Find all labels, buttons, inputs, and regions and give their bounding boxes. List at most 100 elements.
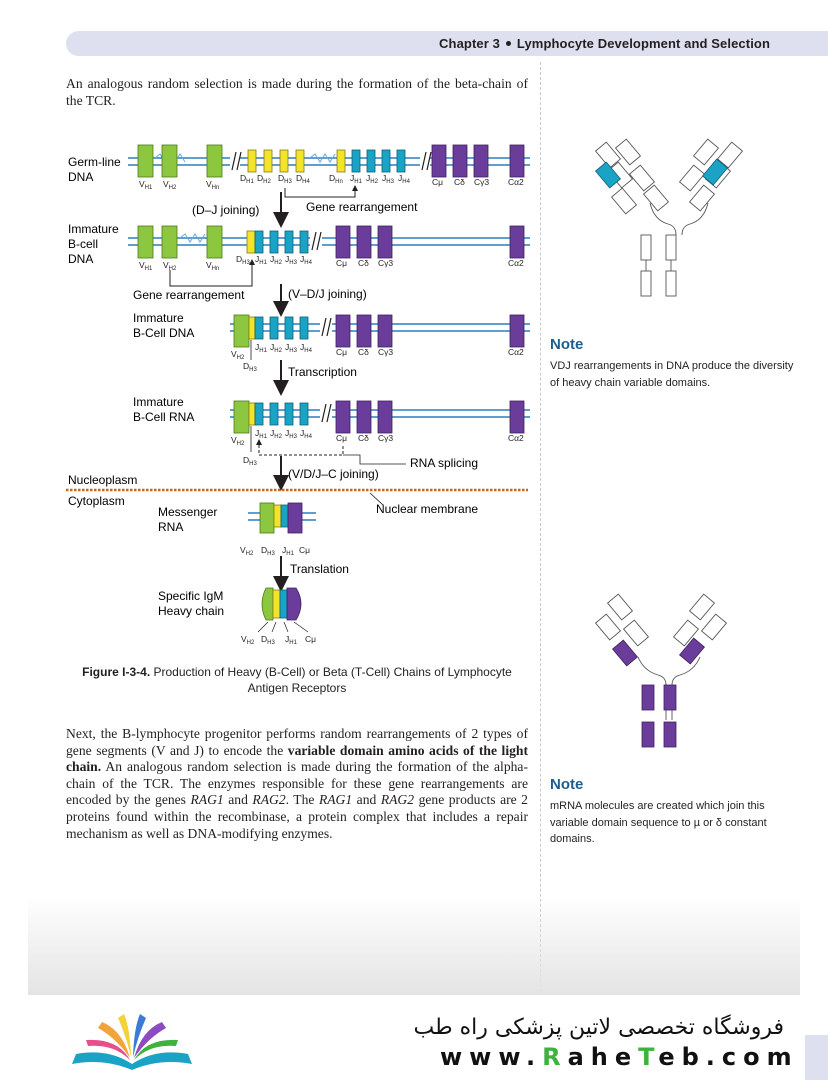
- page-edge-tab: [805, 1035, 828, 1080]
- antibody-diagram-constant-highlight: [594, 593, 728, 748]
- step-gene-rearrangement-2: Gene rearrangement: [133, 288, 245, 302]
- rearranged-dna-row: [230, 314, 530, 360]
- chapter-number: Chapter 3: [439, 36, 500, 51]
- svg-text:JH3: JH3: [285, 254, 298, 266]
- svg-text:JH4: JH4: [398, 173, 411, 185]
- body-paragraph: Next, the B-lymphocyte progenitor perfor…: [66, 726, 528, 842]
- note-title-1: Note: [550, 336, 584, 353]
- svg-text:JH1: JH1: [285, 634, 298, 646]
- body-text-2: An analogous random selection is made du…: [66, 759, 528, 808]
- antibody-diagram-variable-highlight: [594, 138, 744, 297]
- svg-text:JH1: JH1: [255, 254, 268, 266]
- svg-text:JH2: JH2: [270, 428, 283, 440]
- svg-text:Cμ: Cμ: [299, 545, 310, 555]
- svg-text:VHn: VHn: [206, 260, 219, 272]
- url-part-4: T: [638, 1043, 659, 1071]
- svg-text:Cδ: Cδ: [358, 347, 369, 357]
- gene-rag1: RAG1: [190, 792, 224, 808]
- germline-dna-row: [128, 144, 530, 178]
- svg-text:JH4: JH4: [300, 254, 313, 266]
- label-igm-1: Specific IgM: [158, 589, 223, 603]
- label-germline-1: Germ-line: [68, 155, 121, 169]
- svg-text:DH3: DH3: [243, 361, 257, 373]
- chapter-header-bar: Chapter 3 Lymphocyte Development and Sele…: [66, 31, 828, 56]
- gene-rag1-b: RAG1: [318, 792, 353, 808]
- body-text-4: gene products are 2 proteins found withi…: [66, 792, 528, 841]
- svg-text:DH1: DH1: [240, 173, 254, 185]
- chapter-title: Lymphocyte Development and Selection: [516, 36, 770, 51]
- svg-text:Cα2: Cα2: [508, 433, 524, 443]
- shop-name: فروشگاه تخصصی لاتین پزشکی راه طب: [413, 1015, 785, 1040]
- immature-dna-segment-labels: VH1 VH2 VHn DH3 JH1 JH2 JH3 JH4 Cμ Cδ Cγ…: [139, 254, 524, 272]
- url-part-1: www.: [440, 1043, 543, 1071]
- mrna-molecule: [248, 502, 316, 534]
- rna-segment-labels: VH2 DH3 JH1 JH2 JH3 JH4 Cμ Cδ Cγ3 Cα2: [231, 428, 524, 467]
- svg-text:DH3: DH3: [261, 634, 275, 646]
- svg-text:Cγ3: Cγ3: [378, 347, 393, 357]
- url-part-2: R: [542, 1043, 568, 1071]
- label-nuclear-membrane: Nuclear membrane: [376, 502, 478, 516]
- svg-text:Cμ: Cμ: [336, 258, 347, 268]
- svg-text:VH2: VH2: [231, 435, 245, 447]
- mrna-segment-labels: VH2 DH3 JH1 Cμ: [240, 545, 310, 557]
- svg-text:VH2: VH2: [240, 545, 254, 557]
- label-immature-rna-2: B-Cell RNA: [133, 410, 194, 424]
- svg-text:JH4: JH4: [300, 342, 313, 354]
- svg-text:JH1: JH1: [282, 545, 295, 557]
- url-part-3: ahe: [567, 1043, 639, 1071]
- figure-caption-text: Production of Heavy (B-Cell) or Beta (T-…: [153, 665, 512, 695]
- label-immature-dna2-1: Immature: [133, 311, 184, 325]
- step-vdjc-joining: (V/D/J–C joining): [288, 467, 379, 481]
- figure-caption: Figure I-3-4. Production of Heavy (B-Cel…: [66, 664, 528, 696]
- svg-text:JH2: JH2: [270, 254, 283, 266]
- step-transcription: Transcription: [288, 365, 357, 379]
- immature-dna-row: [128, 225, 530, 259]
- label-germline-2: DNA: [68, 170, 93, 184]
- svg-text:Cα2: Cα2: [508, 258, 524, 268]
- svg-text:JH3: JH3: [285, 428, 298, 440]
- igm-heavy-chain-protein: [257, 587, 309, 633]
- body-text-3: . The: [285, 792, 319, 808]
- svg-text:VH2: VH2: [231, 349, 245, 361]
- svg-text:JH1: JH1: [350, 173, 363, 185]
- website-url: www.RaheTeb.com: [440, 1043, 799, 1071]
- gene-rag2-b: RAG2: [380, 792, 415, 808]
- svg-text:JH1: JH1: [255, 342, 268, 354]
- svg-text:Cμ: Cμ: [336, 347, 347, 357]
- step-translation: Translation: [290, 562, 349, 576]
- membrane-leader: [369, 492, 384, 506]
- column-divider: [540, 62, 541, 997]
- svg-text:VH2: VH2: [241, 634, 255, 646]
- svg-text:Cδ: Cδ: [358, 433, 369, 443]
- body-and-2: and: [352, 792, 381, 808]
- step-dj-joining: (D–J joining): [192, 203, 259, 217]
- svg-text:Cμ: Cμ: [305, 634, 316, 644]
- page-bottom-shadow: [28, 895, 800, 995]
- label-igm-2: Heavy chain: [158, 604, 224, 618]
- note-text-2: mRNA molecules are created which join th…: [550, 800, 767, 845]
- svg-text:Cδ: Cδ: [358, 258, 369, 268]
- svg-text:VH2: VH2: [163, 179, 177, 191]
- vdj-rearrangement-bracket: [169, 259, 255, 287]
- body-bold-phrase: variable domain amino acids of the light…: [66, 742, 528, 775]
- note-text-1: VDJ rearrangements in DNA produce the di…: [550, 360, 794, 389]
- intro-paragraph: An analogous random selection is made du…: [66, 76, 528, 108]
- rna-row: [230, 400, 530, 452]
- svg-text:DH3: DH3: [261, 545, 275, 557]
- vdj-recombination-figure: Germ-line DNA VH1 VH2 VHn DH1 DH2 D: [66, 144, 530, 646]
- label-cytoplasm: Cytoplasm: [68, 494, 125, 508]
- svg-text:VH1: VH1: [139, 179, 153, 191]
- label-nucleoplasm: Nucleoplasm: [68, 473, 137, 487]
- svg-text:DH3: DH3: [278, 173, 292, 185]
- svg-text:JH1: JH1: [255, 428, 268, 440]
- svg-text:VHn: VHn: [206, 179, 219, 191]
- svg-text:JH2: JH2: [270, 342, 283, 354]
- step-vdj-joining: (V–D/J joining): [288, 287, 367, 301]
- svg-text:DHn: DHn: [329, 173, 343, 185]
- step-gene-rearrangement-1: Gene rearrangement: [306, 200, 418, 214]
- svg-text:Cγ3: Cγ3: [378, 258, 393, 268]
- svg-text:Cδ: Cδ: [454, 177, 465, 187]
- svg-text:Cα2: Cα2: [508, 347, 524, 357]
- rearranged-dna-segment-labels: VH2 DH3 JH1 JH2 JH3 JH4 Cμ Cδ Cγ3 Cα2: [231, 342, 524, 373]
- dj-rearrangement-bracket: [284, 185, 358, 198]
